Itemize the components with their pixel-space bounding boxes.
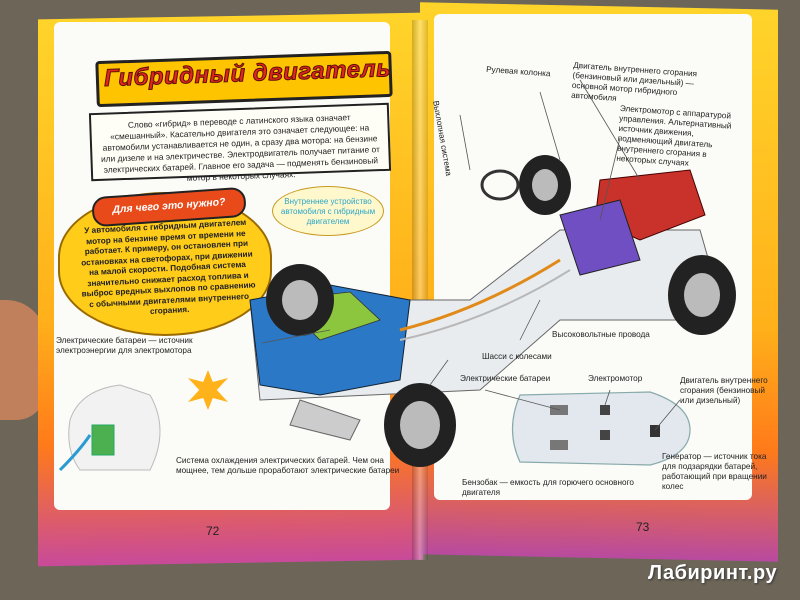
watermark: Лабиринт.ру bbox=[648, 562, 778, 584]
charging-car-icon bbox=[58, 384, 161, 472]
hv-wires-label: Высоковольтные провода bbox=[552, 330, 650, 339]
diagram-motor-label: Электромотор bbox=[588, 374, 643, 383]
diagram-batteries-label: Электрические батареи bbox=[460, 374, 551, 383]
page-number-right: 73 bbox=[636, 520, 650, 534]
car-chassis-drawing bbox=[249, 155, 736, 467]
fuel-tank-label: Бензобак — емкость для горючего основног… bbox=[462, 478, 634, 497]
diagram-ice-label: Двигатель внутреннего сгорания (бензинов… bbox=[680, 376, 768, 405]
generator-label: Генератор — источник тока для подзарядки… bbox=[662, 452, 767, 491]
leader-lines bbox=[261, 79, 681, 431]
chassis-label: Шасси с колесами bbox=[482, 352, 552, 361]
inner-device-bubble: Внутреннее устройство автомобиля с гибри… bbox=[272, 186, 384, 236]
cooling-label: Система охлаждения электрических батарей… bbox=[176, 456, 400, 475]
battery-label: Электрические батареи — источник электро… bbox=[56, 336, 193, 355]
motor-label: Электромотор с аппаратурой управления. А… bbox=[616, 103, 732, 168]
page-number-left: 72 bbox=[206, 524, 220, 538]
